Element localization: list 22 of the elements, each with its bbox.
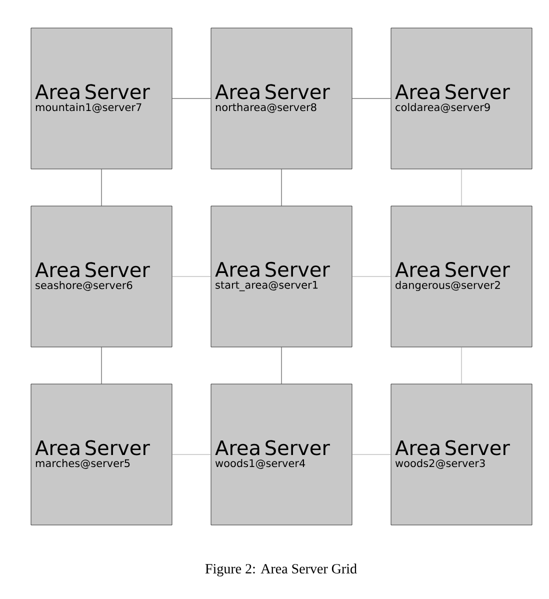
server-box: Area Server northarea@server8 <box>210 28 352 170</box>
server-box: Area Server dangerous@server2 <box>390 206 532 348</box>
connector-line <box>101 169 102 206</box>
connector-line <box>172 276 211 277</box>
server-box: Area Server woods2@server3 <box>390 384 532 526</box>
figure-caption: Figure 2: Area Server Grid <box>205 564 357 576</box>
connector-line <box>352 276 391 277</box>
server-box: Area Server start_area@server1 <box>210 206 352 348</box>
server-box: Area Server seashore@server6 <box>30 206 172 348</box>
connector-line <box>172 454 211 455</box>
connector-line <box>172 98 211 99</box>
server-box: Area Server marches@server5 <box>30 384 172 526</box>
connector-line <box>352 454 391 455</box>
server-box: Area Server coldarea@server9 <box>390 28 532 170</box>
server-box: Area Server woods1@server4 <box>210 384 352 526</box>
connector-line <box>461 169 462 206</box>
connector-line <box>281 169 282 206</box>
server-box: Area Server mountain1@server7 <box>30 28 172 170</box>
connector-line <box>352 98 391 99</box>
connector-line <box>461 347 462 384</box>
connector-line <box>101 347 102 384</box>
connector-line <box>281 347 282 384</box>
